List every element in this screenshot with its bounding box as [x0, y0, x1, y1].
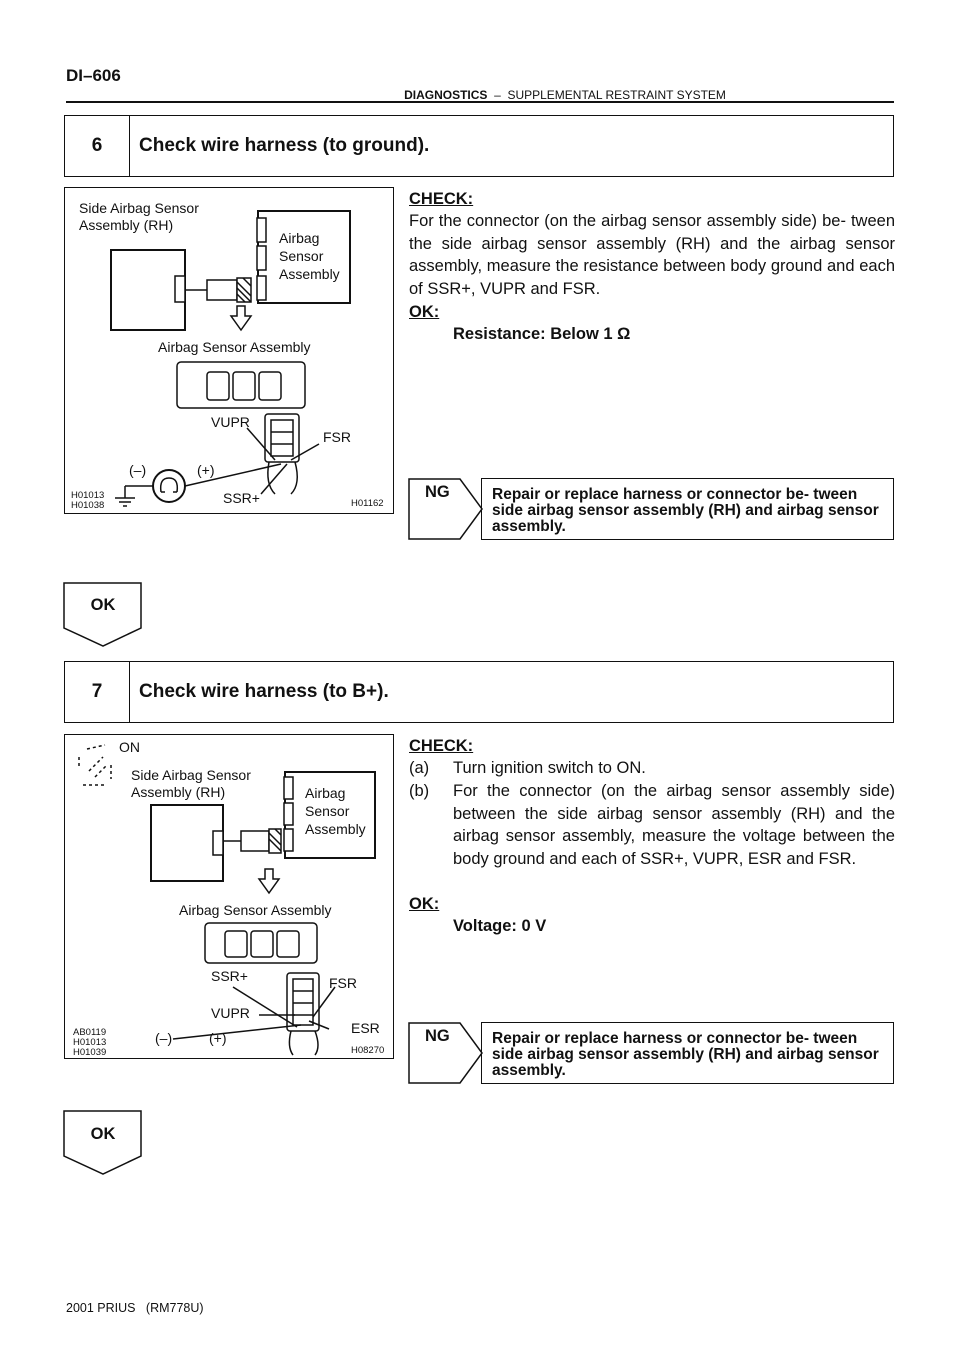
fig7-side-sensor-label-1: Side Airbag Sensor	[131, 767, 251, 783]
step-7-ng-arrow	[408, 1022, 483, 1084]
fig6-code-right: H01162	[351, 498, 384, 509]
fig6-sensor-assy-label-3: Assembly	[279, 266, 340, 282]
fig6-fsr-label: FSR	[323, 429, 351, 445]
step-6-check-text: For the connector (on the airbag sensor …	[409, 212, 895, 298]
step-7-title: Check wire harness (to B+).	[139, 681, 389, 702]
step-7-check-a-marker: (a)	[409, 759, 430, 777]
fig6-sensor-assy-label-2: Sensor	[279, 248, 324, 264]
fig7-code-left-3: H01039	[73, 1047, 107, 1058]
header-separator: –	[494, 88, 501, 102]
page-header-title: DIAGNOSTICS – SUPPLEMENTAL RESTRAINT SYS…	[0, 88, 960, 102]
fig7-minus-label: (–)	[155, 1030, 173, 1046]
step-7-ok-spec: Voltage: 0 V	[453, 917, 547, 935]
step-6-figure: Side Airbag Sensor Assembly (RH) Airbag …	[64, 187, 394, 514]
page-number: DI–606	[66, 66, 121, 85]
step-6-header: 6 Check wire harness (to ground).	[64, 115, 894, 177]
fig7-sensor-assy-label-1: Airbag	[305, 785, 346, 801]
step-7-ng-label: NG	[425, 1027, 450, 1045]
fig7-esr-label: ESR	[351, 1020, 380, 1036]
fig7-code-right: H08270	[351, 1045, 385, 1056]
fig6-side-sensor-label-2: Assembly (RH)	[79, 217, 174, 233]
fig6-connector-title: Airbag Sensor Assembly	[158, 339, 311, 355]
fig6-plus-label: (+)	[197, 462, 215, 478]
step-6-diagram	[110, 210, 351, 507]
fig7-code-left-1: AB0119	[73, 1027, 107, 1038]
fig7-fsr-label: FSR	[329, 975, 357, 991]
step-7-header: 7 Check wire harness (to B+).	[64, 661, 894, 723]
fig7-side-sensor-label-2: Assembly (RH)	[131, 784, 226, 800]
fig6-code-left-1: H01013	[71, 490, 105, 501]
step-7-check-b-marker: (b)	[409, 782, 430, 800]
fig7-vupr-label: VUPR	[211, 1005, 250, 1021]
step-6-ng-action: Repair or replace harness or connector b…	[481, 478, 894, 540]
fig6-code-left-2: H01038	[71, 500, 105, 511]
header-section: DIAGNOSTICS	[404, 88, 488, 102]
step-6-ok-arrow	[63, 582, 142, 647]
fig6-ssr-label: SSR+	[223, 490, 260, 506]
fig7-code-left-2: H01013	[73, 1037, 107, 1048]
step-7-check-heading: CHECK:	[409, 737, 474, 755]
step-6-ng-arrow	[408, 478, 483, 540]
fig6-sensor-assy-label-1: Airbag	[279, 230, 320, 246]
step-7-ok-label: OK	[90, 1125, 116, 1143]
fig7-on-label: ON	[119, 739, 140, 755]
fig6-minus-label: (–)	[129, 462, 147, 478]
step-6-check-heading: CHECK:	[409, 190, 474, 208]
fig7-plus-label: (+)	[209, 1030, 227, 1046]
header-subsection: SUPPLEMENTAL RESTRAINT SYSTEM	[507, 88, 726, 102]
step-7-ok-heading: OK:	[409, 895, 440, 913]
step-7-check-b-text: For the connector (on the airbag sensor …	[453, 782, 895, 868]
fig6-vupr-label: VUPR	[211, 414, 250, 430]
step-7-ok-arrow	[63, 1110, 142, 1175]
fig7-sensor-assy-label-3: Assembly	[305, 821, 366, 837]
step-7-diagram	[78, 744, 376, 1056]
step-7-number: 7	[65, 662, 130, 722]
step-6-title: Check wire harness (to ground).	[139, 135, 430, 156]
step-6-ok-label: OK	[90, 596, 116, 614]
step-7-check-a-text: Turn ignition switch to ON.	[453, 759, 646, 777]
fig7-ssr-label: SSR+	[211, 968, 248, 984]
step-7-ng-action: Repair or replace harness or connector b…	[481, 1022, 894, 1084]
step-6-ok-heading: OK:	[409, 303, 440, 321]
fig6-side-sensor-label-1: Side Airbag Sensor	[79, 200, 199, 216]
header-rule	[66, 101, 894, 103]
footer-model: 2001 PRIUS (RM778U)	[66, 1301, 204, 1315]
step-6-ok-spec: Resistance: Below 1 Ω	[453, 325, 631, 343]
fig7-sensor-assy-label-2: Sensor	[305, 803, 350, 819]
step-6-number: 6	[65, 116, 130, 176]
fig7-connector-title: Airbag Sensor Assembly	[179, 902, 332, 918]
step-6-ng-label: NG	[425, 483, 450, 501]
step-7-figure: ON Side Airbag Sensor Assembly (RH) Airb…	[64, 734, 394, 1059]
